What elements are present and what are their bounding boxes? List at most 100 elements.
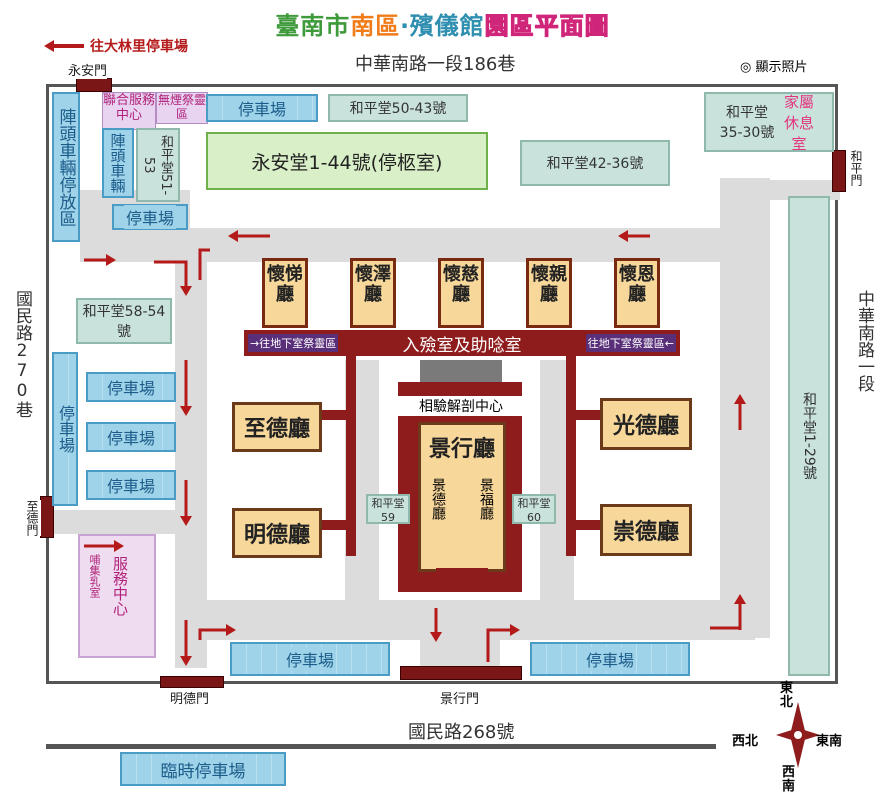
compass-west: 西北 bbox=[732, 734, 759, 749]
parking-south-left: 停車場 bbox=[230, 642, 390, 676]
heping-51-53-label: 和平堂51-53 bbox=[141, 134, 173, 196]
family-rest-label: 家屬休息室 bbox=[783, 92, 814, 153]
smokeless-area: 無煙祭靈區 bbox=[156, 92, 208, 124]
title-dot: ‧ bbox=[400, 12, 410, 40]
encoffin-room: →往地下室祭靈區 入殮室及助唸室 往地下室祭靈區← bbox=[244, 330, 680, 356]
compass-rose-icon bbox=[776, 702, 820, 768]
huaien-hall: 懷恩廳 bbox=[614, 258, 660, 328]
heping-51-53: 和平堂51-53 bbox=[136, 128, 180, 202]
parking-north-1-label: 停車場 bbox=[235, 96, 288, 120]
yongan-gate-label: 永安門 bbox=[68, 60, 108, 79]
underground-right-label: 往地下室祭靈區← bbox=[585, 334, 676, 352]
title-district: 南區 bbox=[350, 12, 401, 40]
mingde-hall: 明德廳 bbox=[232, 508, 322, 558]
parking-south-left-label: 停車場 bbox=[283, 647, 336, 671]
pillar-left bbox=[346, 356, 356, 556]
autopsy-center-label: 相驗解剖中心 bbox=[398, 396, 524, 416]
compass-north: 東北 bbox=[780, 681, 794, 710]
beam-left-top bbox=[300, 410, 356, 420]
parking-north-2-label: 停車場 bbox=[123, 205, 176, 229]
heping-59: 和平堂59 bbox=[366, 494, 410, 524]
heping-58-54: 和平堂58-54號 bbox=[76, 298, 172, 344]
compass-south: 西南 bbox=[782, 765, 796, 794]
underground-left-label: →往地下室祭靈區 bbox=[248, 334, 339, 352]
huaiti-hall: 懷悌廳 bbox=[262, 258, 308, 328]
zhentou-vehicle-parking: 陣頭車輛停放區 bbox=[52, 92, 80, 242]
joint-service-center: 聯合服務中心 bbox=[102, 92, 156, 130]
parking-left-3-label: 停車場 bbox=[104, 473, 157, 497]
temp-parking-label: 臨時停車場 bbox=[158, 756, 248, 782]
huaiqin-hall: 懷親廳 bbox=[526, 258, 572, 328]
parking-south-right-label: 停車場 bbox=[583, 647, 636, 671]
map-title: 臺南市南區‧殯儀館園區平面圖 bbox=[0, 6, 885, 41]
west-road-label: 國民路270巷 bbox=[12, 290, 32, 418]
parking-left-1-label: 停車場 bbox=[104, 375, 157, 399]
heping-1-29-label: 和平堂1-29號 bbox=[801, 392, 817, 480]
dalin-parking-label: 往大林里停車場 bbox=[90, 39, 188, 55]
parking-left-2-label: 停車場 bbox=[104, 425, 157, 449]
camera-icon: ◎ bbox=[740, 60, 752, 75]
pillar-right bbox=[566, 356, 576, 556]
mingde-hall-label: 明德廳 bbox=[243, 523, 310, 548]
parking-north-1: 停車場 bbox=[206, 94, 318, 122]
nursing-room: 哺集乳室 bbox=[88, 554, 101, 598]
chongde-hall-label: 崇德廳 bbox=[612, 520, 679, 545]
guangde-hall: 光德廳 bbox=[600, 398, 692, 450]
jingxing-hall-label: 景行廳 bbox=[428, 437, 495, 462]
autopsy-roof bbox=[420, 360, 502, 386]
yongan-hall-label: 永安堂1-44號(停柩室) bbox=[251, 151, 443, 174]
parking-south-right: 停車場 bbox=[530, 642, 690, 676]
parking-left-2: 停車場 bbox=[86, 422, 176, 452]
arrow-left-icon bbox=[44, 40, 84, 52]
jingxing-hall: 景行廳 bbox=[418, 422, 506, 572]
memorial-halls-row: 懷悌廳 懷澤廳 懷慈廳 懷親廳 懷恩廳 bbox=[250, 258, 670, 338]
zhide-gate-label: 至德門 bbox=[24, 500, 41, 536]
north-road-label: 中華南路一段186巷 bbox=[355, 54, 516, 75]
service-center-label: 服務中心 bbox=[111, 556, 129, 616]
compass: 東北 東南 西北 西南 bbox=[732, 681, 860, 794]
jingxing-gate bbox=[400, 666, 522, 680]
zhentou-vehicle: 陣頭車輛 bbox=[102, 128, 134, 198]
service-center: 哺集乳室 服務中心 bbox=[78, 534, 156, 658]
chongde-hall: 崇德廳 bbox=[600, 504, 692, 556]
heping-42-36: 和平堂42-36號 bbox=[520, 140, 670, 186]
jingxing-gate-label: 景行門 bbox=[440, 688, 480, 707]
title-funeral: 殯儀館 bbox=[409, 12, 485, 40]
south-boundary bbox=[46, 744, 716, 749]
title-city: 臺南市 bbox=[275, 12, 351, 40]
east-road-label: 中華南路一段 bbox=[854, 290, 874, 392]
beam-right-bottom bbox=[566, 520, 622, 530]
temp-parking: 臨時停車場 bbox=[120, 752, 286, 786]
zhide-hall: 至德廳 bbox=[232, 402, 322, 452]
heping-1-29: 和平堂1-29號 bbox=[788, 196, 830, 676]
mingde-gate bbox=[160, 676, 224, 688]
parking-left-1: 停車場 bbox=[86, 372, 176, 402]
compass-east: 東南 bbox=[816, 734, 843, 749]
heping-50-43: 和平堂50-43號 bbox=[328, 94, 468, 122]
heping-gate-label: 和平門 bbox=[848, 150, 865, 186]
heping-60: 和平堂60 bbox=[512, 494, 556, 524]
jingxing-step bbox=[436, 568, 488, 590]
photo-legend[interactable]: ◎ 顯示照片 bbox=[740, 56, 808, 75]
beam-right-top bbox=[566, 410, 622, 420]
huaize-hall: 懷澤廳 bbox=[350, 258, 396, 328]
dalin-parking-link[interactable]: 往大林里停車場 bbox=[44, 36, 188, 56]
heping-gate bbox=[832, 150, 846, 192]
beam-left-bottom bbox=[300, 520, 356, 530]
huaici-hall: 懷慈廳 bbox=[438, 258, 484, 328]
parking-left-3: 停車場 bbox=[86, 470, 176, 500]
title-plan: 園區平面圖 bbox=[484, 12, 610, 41]
south-road-label: 國民路268號 bbox=[408, 722, 515, 743]
jingfu-hall: 景福廳 bbox=[478, 478, 494, 520]
parking-north-2: 停車場 bbox=[112, 204, 188, 230]
photo-legend-label: 顯示照片 bbox=[755, 60, 808, 75]
jingde-hall: 景德廳 bbox=[430, 478, 446, 520]
parking-left-vertical: 停車場 bbox=[52, 352, 78, 506]
heping-35-30-block: 和平堂35-30號 家屬休息室 bbox=[704, 92, 834, 153]
zhide-hall-label: 至德廳 bbox=[243, 417, 310, 442]
mingde-gate-label: 明德門 bbox=[170, 688, 210, 707]
yongan-hall: 永安堂1-44號(停柩室) bbox=[206, 132, 488, 190]
guangde-hall-label: 光德廳 bbox=[612, 414, 679, 439]
encoffin-room-label: 入殮室及助唸室 bbox=[402, 335, 522, 356]
